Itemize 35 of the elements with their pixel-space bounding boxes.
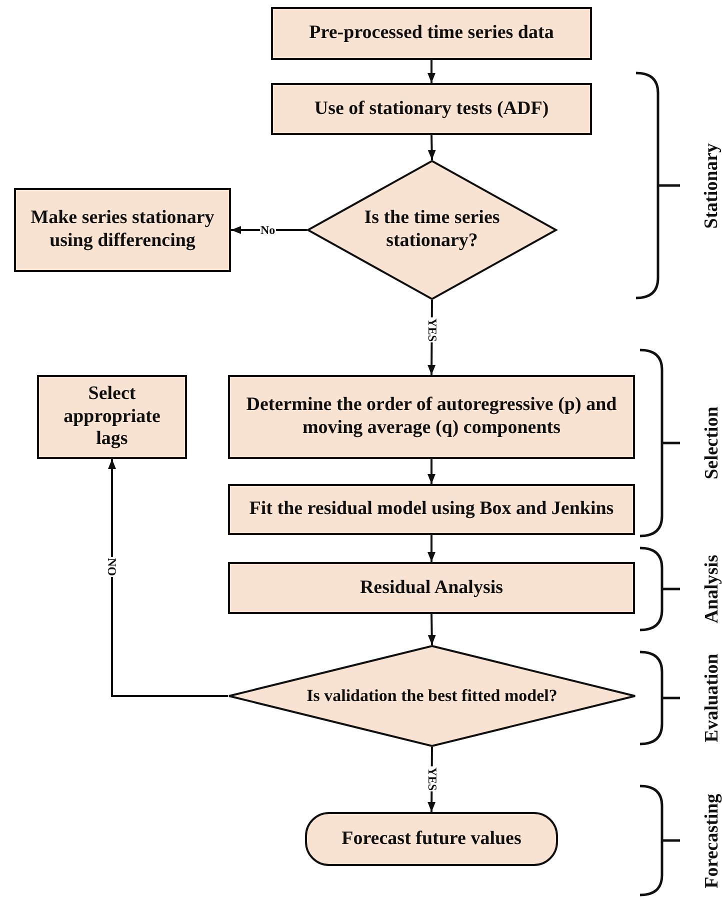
- stage-label: Analysis: [700, 554, 722, 624]
- stage-label: Evaluation: [700, 654, 722, 742]
- arrow: [428, 459, 436, 484]
- node-text: Forecast future values: [342, 828, 522, 850]
- decision-diamond: [228, 645, 636, 747]
- edge-label: NO: [106, 557, 118, 577]
- arrow: [428, 614, 436, 646]
- stage-label: Forecasting: [700, 793, 722, 888]
- arrow: [428, 535, 436, 562]
- node-text: Is the time series stationary?: [363, 207, 501, 253]
- process-box: [228, 562, 635, 614]
- node-text: Fit the residual model using Box and Jenkins: [249, 498, 614, 521]
- process-box: [228, 484, 635, 535]
- terminal-box: [305, 812, 558, 866]
- arrow: [428, 60, 436, 83]
- decision-diamond: [307, 160, 557, 300]
- process-box: [14, 188, 231, 272]
- node-text: Select appropriate lags: [62, 382, 162, 452]
- stage-label: Stationary: [700, 142, 722, 228]
- node-text: Determine the order of autoregressive (p) and moving average (q) components: [245, 394, 618, 440]
- edge-label: YES: [426, 317, 438, 343]
- edge-label: YES: [426, 766, 438, 792]
- node-text: Residual Analysis: [360, 576, 504, 600]
- process-box: [37, 375, 187, 459]
- edge-label: No: [260, 224, 276, 236]
- arrow: [428, 134, 436, 160]
- stage-label: Selection: [700, 406, 722, 480]
- process-box: [271, 7, 592, 60]
- arrow: [108, 459, 228, 697]
- node-text: Is validation the best fitted model?: [306, 686, 558, 706]
- node-text: Pre-processed time series data: [309, 22, 554, 45]
- process-box: [228, 375, 635, 459]
- node-text: Use of stationary tests (ADF): [314, 98, 549, 120]
- process-box: [271, 83, 592, 135]
- node-text: Make series stationary using differencing: [30, 207, 216, 253]
